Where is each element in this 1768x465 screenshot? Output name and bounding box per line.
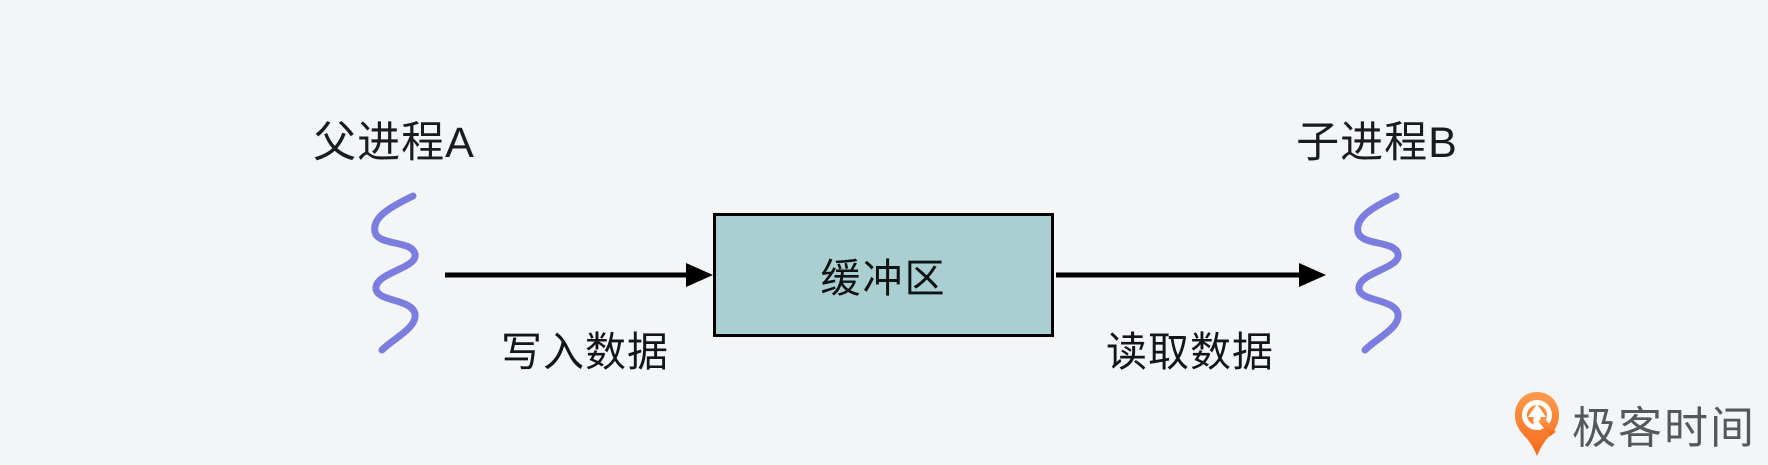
child-process-title: 子进程B [1296,119,1458,167]
read-arrow [1056,263,1326,287]
read-data-label: 读取数据 [1106,329,1274,375]
parent-process-title: 父进程A [313,119,475,167]
buffer-box: 缓冲区 [713,213,1054,337]
parent-process-squiggle-icon [371,192,419,354]
child-process-squiggle-icon [1354,192,1402,354]
geektime-pin-icon [1515,392,1559,456]
write-arrow [445,263,713,287]
buffer-label: 缓冲区 [820,257,947,301]
geektime-brand-text: 极客时间 [1572,404,1756,453]
write-data-label: 写入数据 [501,329,669,375]
geektime-watermark: 极客时间 [1514,390,1756,458]
